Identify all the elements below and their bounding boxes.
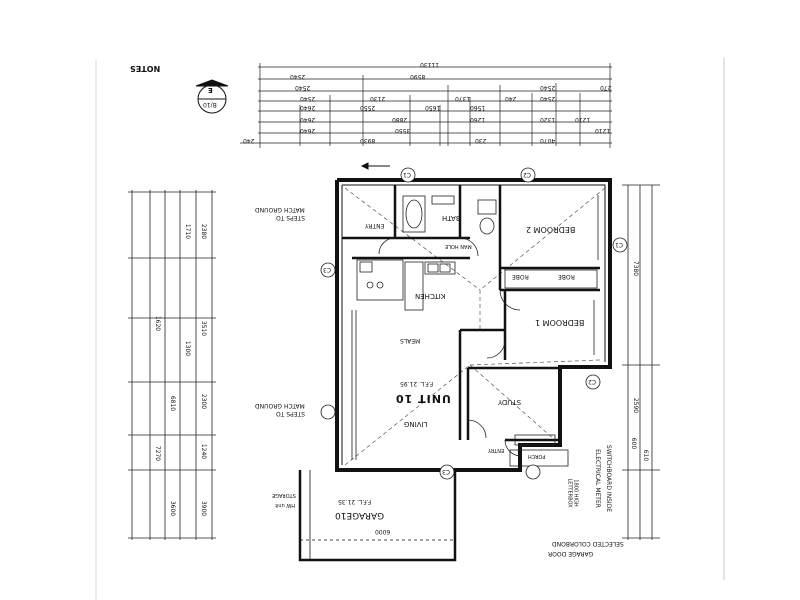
dim-top: 3550 xyxy=(395,127,411,134)
door-note-b: GARAGE DOOR xyxy=(548,550,594,557)
unit-label: UNIT 10 xyxy=(395,392,451,405)
dim-left: 2300 xyxy=(200,393,208,410)
room-entry-top: ENTRY xyxy=(365,222,385,229)
room-meals: MEALS xyxy=(400,337,421,344)
room-robe-1: ROBE xyxy=(512,273,529,280)
room-bedroom-1: BEDROOM 1 xyxy=(535,318,585,327)
dim-top: 2540 xyxy=(290,73,306,80)
grid-mark: C2 xyxy=(588,378,597,385)
dim-top: 240 xyxy=(243,137,255,144)
section-sheet: B/10 xyxy=(203,101,217,108)
garage-ffl: F.F.L. 21.35 xyxy=(338,498,372,505)
room-bath: BATH xyxy=(442,214,461,222)
dim-top: 8590 xyxy=(410,73,426,80)
room-bedroom-2: BEDROOM 2 xyxy=(526,225,576,234)
dim-top: 2130 xyxy=(370,95,386,102)
dim-top: 230 xyxy=(475,137,487,144)
dim-top: 2550 xyxy=(360,104,376,111)
hw-unit-label: HW unit xyxy=(275,502,295,508)
dim-top: 1650 xyxy=(425,104,441,111)
top-dimension-lines xyxy=(240,63,612,148)
grid-mark: C3 xyxy=(323,266,332,273)
dim-top: 1210 xyxy=(595,127,611,134)
kitchen-bench xyxy=(356,259,456,311)
door-note-a: SELECTED COLORBOND xyxy=(552,540,624,547)
dim-top: 2640 xyxy=(300,116,316,123)
dim-top: 1260 xyxy=(470,116,486,123)
dim-right: 7380 xyxy=(632,260,640,277)
dim-top: 4070 xyxy=(540,137,556,144)
dim-right: 600 xyxy=(630,437,638,450)
letterbox-note-a: 1800 HIGH xyxy=(572,479,579,507)
room-porch: PORCH xyxy=(528,453,546,459)
room-robe-2: ROBE xyxy=(558,273,575,280)
dim-right: 610 xyxy=(642,449,650,462)
garage-outline xyxy=(298,470,457,562)
meter-note-b: SWITCHBOARD INSIDE xyxy=(605,444,613,513)
dim-top: 8930 xyxy=(360,137,376,144)
dim-top: 2540 xyxy=(300,95,316,102)
dim-left: 1710 xyxy=(184,223,192,240)
dim-left: 7270 xyxy=(154,445,162,462)
steps-note-1b: MATCH GROUND xyxy=(255,206,305,213)
dim-left: 1620 xyxy=(154,315,162,332)
dim-left: 3900 xyxy=(200,500,208,517)
steps-note-2b: MATCH GROUND xyxy=(255,402,305,409)
dim-top: 2880 xyxy=(392,116,408,123)
dim-top: 2540 xyxy=(540,95,556,102)
dim-left: 1240 xyxy=(200,443,208,460)
storage-label: STORAGE xyxy=(272,492,296,498)
dim-top: 270 xyxy=(600,84,612,91)
steps-note-2a: STEPS TO xyxy=(276,410,305,417)
left-dimension-lines xyxy=(128,190,216,540)
right-dimension-lines xyxy=(622,184,660,540)
dim-left: 6810 xyxy=(169,395,177,412)
room-living: LIVING xyxy=(404,420,428,428)
grid-mark: C1 xyxy=(403,171,412,178)
dim-left: 2380 xyxy=(200,223,208,240)
dim-top: 1210 xyxy=(575,116,591,123)
room-study: STUDY xyxy=(498,398,522,406)
dim-top: 1320 xyxy=(540,116,556,123)
unit-ffl: F.F.L. 21.95 xyxy=(400,380,434,387)
external-walls xyxy=(335,178,612,472)
dim-top: 1560 xyxy=(470,104,486,111)
room-garage: GARAGE10 xyxy=(335,510,385,520)
letterbox-note-b: LETTERBOX xyxy=(566,478,573,508)
dim-bottom: 6000 xyxy=(375,528,391,535)
section-marker xyxy=(195,79,229,114)
dim-top: 2640 xyxy=(300,127,316,134)
window-lines xyxy=(351,195,599,460)
grid-mark: C3 xyxy=(442,468,451,475)
dim-top: 2640 xyxy=(300,104,316,111)
dim-top: 2540 xyxy=(540,84,556,91)
dim-right: 2590 xyxy=(632,397,640,414)
grid-mark: C1 xyxy=(615,241,624,248)
dim-left: 3600 xyxy=(169,500,177,517)
bathroom-fixtures xyxy=(402,195,497,235)
dim-top: 240 xyxy=(505,95,517,102)
plan-arrow xyxy=(360,162,390,170)
robe-outlines xyxy=(504,269,598,289)
section-letter: E xyxy=(208,86,213,94)
room-kitchen: KITCHEN xyxy=(415,292,446,300)
room-entry: ENTRY xyxy=(488,447,505,453)
dim-top: 1370 xyxy=(455,95,471,102)
door-swings xyxy=(378,237,522,457)
notes-label: NOTES xyxy=(130,64,161,73)
grid-mark: C2 xyxy=(523,171,532,178)
meter-note-a: ELECTRICAL METER xyxy=(593,449,601,508)
dim-left: 1300 xyxy=(184,340,192,357)
dim-top: 2540 xyxy=(295,84,311,91)
porch-area xyxy=(509,434,569,467)
dim-top: 11130 xyxy=(420,61,440,68)
man-hole: MAN HOLE xyxy=(445,243,472,249)
internal-walls xyxy=(342,185,600,442)
grid-bubbles xyxy=(320,167,628,480)
steps-note-1a: STEPS TO xyxy=(276,214,305,221)
dim-left: 3510 xyxy=(200,320,208,337)
